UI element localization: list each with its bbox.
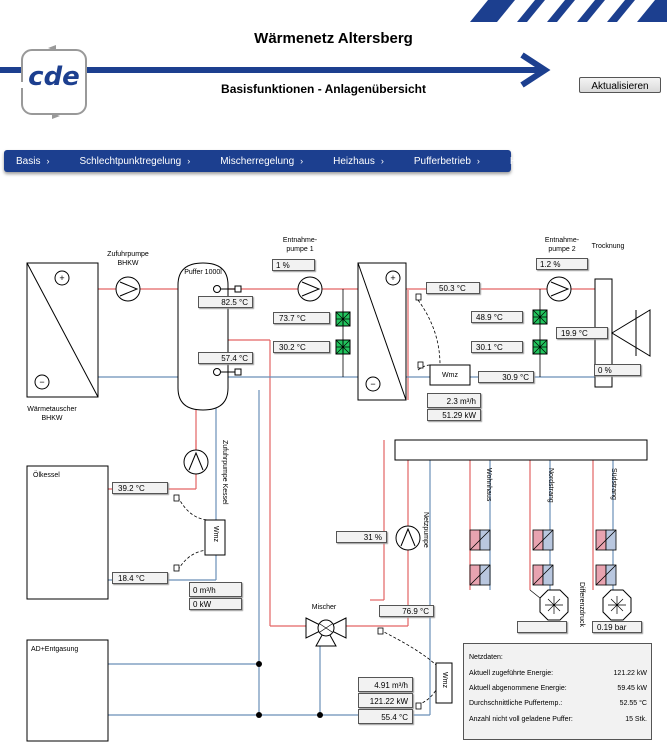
nav-label: Heizhaus	[333, 155, 375, 167]
label-wmz: Wmz	[442, 372, 458, 379]
power-value: 51.29 kW	[427, 409, 481, 421]
label-wohnhaus: Wohnhaus	[485, 468, 492, 502]
nav-item-basis[interactable]: Basis ›	[4, 156, 49, 167]
oelkessel-temp-1: 39.2 °C	[112, 482, 168, 494]
netzdaten-label: Durchschnittliche Puffertemp.:	[469, 700, 563, 707]
differenzdruck-empty	[517, 621, 567, 633]
label-trocknung: Trocknung	[591, 243, 625, 250]
netzdaten-title: Netzdaten:	[469, 654, 647, 661]
netzdaten-label: Aktuell abgenommene Energie:	[469, 685, 567, 692]
puffer-bottom-temp: 57.4 °C	[198, 352, 253, 364]
heat-exchanger-bhkw-icon: + −	[26, 262, 99, 398]
label-entnahmepumpe-1: Entnahme- pumpe 1	[282, 237, 318, 253]
nav-label: Pufferbetrieb	[413, 155, 471, 167]
heat-exchanger-icon: + −	[357, 262, 407, 401]
ad-flow: 4.91 m³/h	[358, 677, 413, 692]
label-waermetauscher: Wärmetauscher BHKW	[27, 406, 77, 422]
temp-48-9: 48.9 °C	[471, 311, 523, 323]
oelkessel-temp-2: 18.4 °C	[112, 572, 168, 584]
chevron-right-icon: ›	[46, 155, 50, 166]
puffer-top-temp: 82.5 °C	[198, 296, 253, 308]
netzdaten-row: Durchschnittliche Puffertemp.: 52.55 °C	[469, 700, 647, 707]
chevron-right-icon: ›	[300, 155, 304, 166]
page-title: Wärmenetz Altersberg	[254, 30, 413, 47]
chevron-right-icon: ›	[187, 155, 191, 166]
flow-value: 2.3 m³/h	[427, 393, 481, 408]
nav-label: Basis	[16, 155, 41, 167]
label-wmz: Wmz	[212, 526, 219, 542]
nav-item-pufferbetrieb[interactable]: Pufferbetrieb ›	[402, 156, 480, 167]
netzdaten-value: 121.22 kW	[613, 670, 647, 677]
label-puffer: Puffer 1000l	[184, 269, 222, 276]
fan-icon	[611, 309, 651, 357]
entnahmepumpe-2-value: 1.2 %	[536, 258, 588, 270]
label-zufuhrpumpe-kessel: Zufuhrpumpe Kessel	[221, 440, 228, 505]
svg-text:−: −	[39, 377, 44, 387]
label-suedstrang: Südstrang	[610, 468, 617, 500]
buffer-tank-icon	[177, 262, 229, 411]
oelkessel-flow: 0 m³/h	[189, 582, 242, 597]
distribution-header-icon	[394, 439, 648, 461]
label-oelkessel: Ölkessel	[33, 472, 60, 479]
nav-item-schlechtpunktregelung[interactable]: Schlechtpunktregelung ›	[67, 156, 190, 167]
temp-19-9: 19.9 °C	[556, 327, 608, 339]
svg-text:−: −	[370, 379, 375, 389]
label-mischer: Mischer	[311, 604, 337, 611]
netzdaten-value: 15 Stk.	[625, 716, 647, 723]
nav-item-heizhaus[interactable]: Heizhaus ›	[321, 156, 384, 167]
entnahmepumpe-1-value: 1 %	[272, 259, 315, 271]
svg-text:+: +	[390, 273, 395, 283]
page-subtitle: Basisfunktionen - Anlagenübersicht	[221, 82, 426, 96]
heat-meter-icon	[204, 519, 226, 556]
temp-30-2: 30.2 °C	[273, 341, 330, 353]
netzdaten-value: 59.45 kW	[617, 685, 647, 692]
chevron-right-icon: ›	[476, 155, 480, 166]
oelkessel-power: 0 kW	[189, 598, 242, 610]
svg-text:+: +	[59, 273, 64, 283]
nav-label: Hilfe	[509, 155, 530, 167]
temp-30-1: 30.1 °C	[471, 341, 523, 353]
heat-meter-icon	[429, 364, 471, 386]
mischer-temp: 76.9 °C	[379, 605, 434, 617]
trocknung-value: 0 %	[594, 364, 641, 376]
ad-power: 121.22 kW	[358, 693, 413, 708]
netzdaten-label: Anzahl nicht voll geladene Puffer:	[469, 716, 573, 723]
refresh-button[interactable]: Aktualisieren	[579, 77, 661, 93]
heat-meter-icon	[435, 662, 453, 704]
ad-unit-icon	[26, 639, 109, 742]
label-netzpumpe: Netzpumpe	[422, 512, 429, 548]
chevron-right-icon: ›	[535, 155, 539, 166]
logo-text: cde	[28, 62, 80, 92]
netzdaten-value: 52.55 °C	[619, 700, 647, 707]
cde-logo: cde	[18, 44, 90, 120]
label-nordstrang: Nordstrang	[547, 468, 554, 503]
netzdaten-panel: Netzdaten: Aktuell zugeführte Energie: 12…	[463, 643, 652, 740]
label-wmz: Wmz	[441, 672, 448, 688]
netzdaten-label: Aktuell zugeführte Energie:	[469, 670, 554, 677]
chevron-right-icon: ›	[380, 155, 384, 166]
nav-item-mischerregelung[interactable]: Mischerregelung ›	[208, 156, 303, 167]
main-nav: Basis › Schlechtpunktregelung › Mischerreg…	[4, 150, 539, 172]
nav-item-hilfe[interactable]: Hilfe ›	[498, 156, 539, 167]
label-ad-entgasung: AD+Entgasung	[31, 646, 79, 653]
header-decoration	[0, 0, 667, 88]
temp-30-9: 30.9 °C	[478, 371, 534, 383]
netzdaten-row: Aktuell abgenommene Energie: 59.45 kW	[469, 685, 647, 692]
label-entnahmepumpe-2: Entnahme- pumpe 2	[544, 237, 580, 253]
label-differenzdruck: Differenzdruck	[578, 582, 585, 628]
netzdaten-row: Aktuell zugeführte Energie: 121.22 kW	[469, 670, 647, 677]
oil-boiler-icon	[26, 465, 109, 600]
nav-label: Mischerregelung	[220, 155, 295, 167]
temp-50-3: 50.3 °C	[426, 282, 480, 294]
nav-label: Schlechtpunktregelung	[79, 155, 182, 167]
temp-73-7: 73.7 °C	[273, 312, 330, 324]
netzpumpe-value: 31 %	[336, 531, 387, 543]
label-zufuhrpumpe-bhkw: Zufuhrpumpe BHKW	[107, 251, 149, 267]
netzdaten-title-text: Netzdaten:	[469, 654, 503, 661]
netzdaten-row: Anzahl nicht voll geladene Puffer: 15 Stk…	[469, 716, 647, 723]
mixer-valve-icon	[305, 617, 347, 647]
differenzdruck-value: 0.19 bar	[592, 621, 642, 633]
ad-temp: 55.4 °C	[358, 709, 413, 724]
